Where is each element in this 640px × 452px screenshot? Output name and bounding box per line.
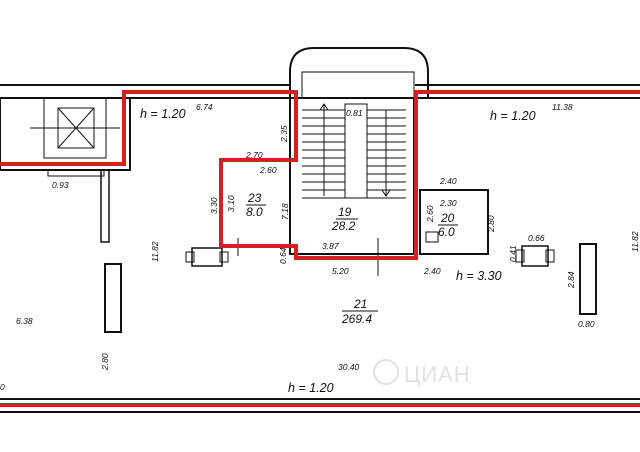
dim-label: 3.10 — [226, 195, 236, 212]
room-20-number: 20 — [440, 211, 455, 225]
room-19-number: 19 — [338, 205, 352, 219]
dim-label: 30.40 — [338, 362, 360, 372]
dim-label: 6.74 — [196, 102, 213, 112]
height-labels: h = 1.20 h = 1.20 h = 3.30 h = 1.20 — [140, 107, 536, 395]
height-label-2: h = 1.20 — [490, 109, 536, 123]
dim-label: 2.70 — [245, 150, 263, 160]
height-label-3: h = 3.30 — [456, 269, 502, 283]
room-23-number: 23 — [247, 191, 262, 205]
dimension-labels: 6.74 11.38 0.81 2.35 2.70 2.60 3.30 3.10… — [0, 102, 640, 392]
dim-label: 2.60 — [259, 165, 277, 175]
elevator-shaft — [0, 97, 131, 171]
dim-label: 0 — [0, 382, 5, 392]
dim-label: 0.64 — [278, 247, 288, 264]
bathroom-20 — [419, 189, 489, 255]
watermark: ЦИАН — [373, 359, 471, 387]
dim-label: 5.20 — [332, 266, 349, 276]
columns — [47, 169, 597, 333]
height-label-4: h = 1.20 — [288, 381, 334, 395]
room-19-area: 28.2 — [331, 219, 356, 233]
dim-label: 11.82 — [630, 231, 640, 252]
dim-label: 11.38 — [552, 102, 573, 112]
red-boundary — [0, 90, 640, 407]
outer-walls — [0, 47, 640, 413]
room-21-number: 21 — [353, 297, 367, 311]
room-23-area: 8.0 — [246, 205, 263, 219]
dim-label: 3.87 — [322, 241, 339, 251]
dim-label: 0.80 — [578, 319, 595, 329]
room-labels: 23 8.0 19 28.2 20 6.0 21 269.4 — [246, 191, 458, 326]
dim-label: 2.80 — [100, 353, 110, 371]
room-20-area: 6.0 — [438, 225, 455, 239]
dim-label: 2.35 — [279, 125, 289, 143]
watermark-text: ЦИАН — [404, 362, 471, 387]
dim-label: 11.82 — [150, 241, 160, 262]
dim-label: 7.18 — [280, 203, 290, 220]
dim-label: 0.81 — [346, 108, 363, 118]
dim-label: 3.30 — [209, 197, 219, 214]
dim-label: 2.40 — [423, 266, 441, 276]
height-label-1: h = 1.20 — [140, 107, 186, 121]
dim-label: 6.38 — [16, 316, 33, 326]
dim-label: 0.93 — [52, 180, 69, 190]
staircase — [237, 97, 415, 276]
dim-label: 2.60 — [425, 205, 435, 223]
room-21-area: 269.4 — [341, 312, 372, 326]
dim-label: 0.41 — [508, 245, 518, 262]
dim-label: 2.30 — [439, 198, 457, 208]
dim-label: 2.84 — [566, 271, 576, 289]
dim-label: 0.66 — [528, 233, 545, 243]
dim-label: 2.40 — [439, 176, 457, 186]
dim-label: 2.80 — [486, 215, 496, 233]
